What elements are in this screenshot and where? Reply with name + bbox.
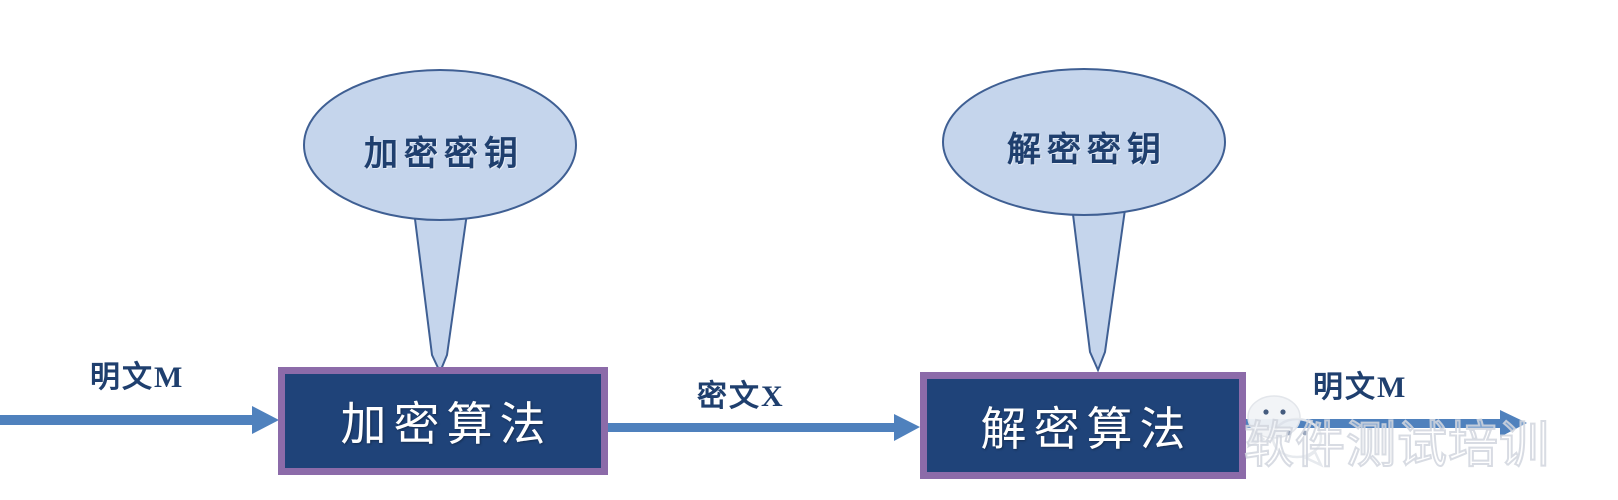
encryption-key-callout (303, 69, 577, 375)
wechat-icon (1246, 395, 1324, 468)
plaintext-out-arrow (1246, 410, 1527, 437)
encryption-key-callout-body (303, 69, 577, 221)
decryption-key-callout-label: 解密密钥 (1007, 132, 1167, 169)
plaintext-input-label: 明文M (90, 361, 185, 394)
decryption-algorithm-box-label: 解密算法 (980, 403, 1193, 455)
encryption-key-callout-label: 加密密钥 (364, 136, 524, 173)
ciphertext-arrow (608, 414, 920, 441)
decryption-algorithm-box: 解密算法 (920, 372, 1246, 479)
decryption-key-callout (942, 68, 1226, 373)
plaintext-output-label: 明文M (1313, 371, 1408, 404)
ciphertext-label: 密文X (697, 380, 785, 413)
decryption-key-callout-body (942, 68, 1226, 216)
watermark: 软件测试培训 (1240, 405, 1618, 477)
plaintext-in-arrow (0, 406, 279, 434)
encryption-algorithm-box: 加密算法 (278, 367, 608, 475)
watermark-text: 软件测试培训 (1243, 416, 1550, 474)
encryption-algorithm-box-label: 加密算法 (340, 399, 553, 450)
